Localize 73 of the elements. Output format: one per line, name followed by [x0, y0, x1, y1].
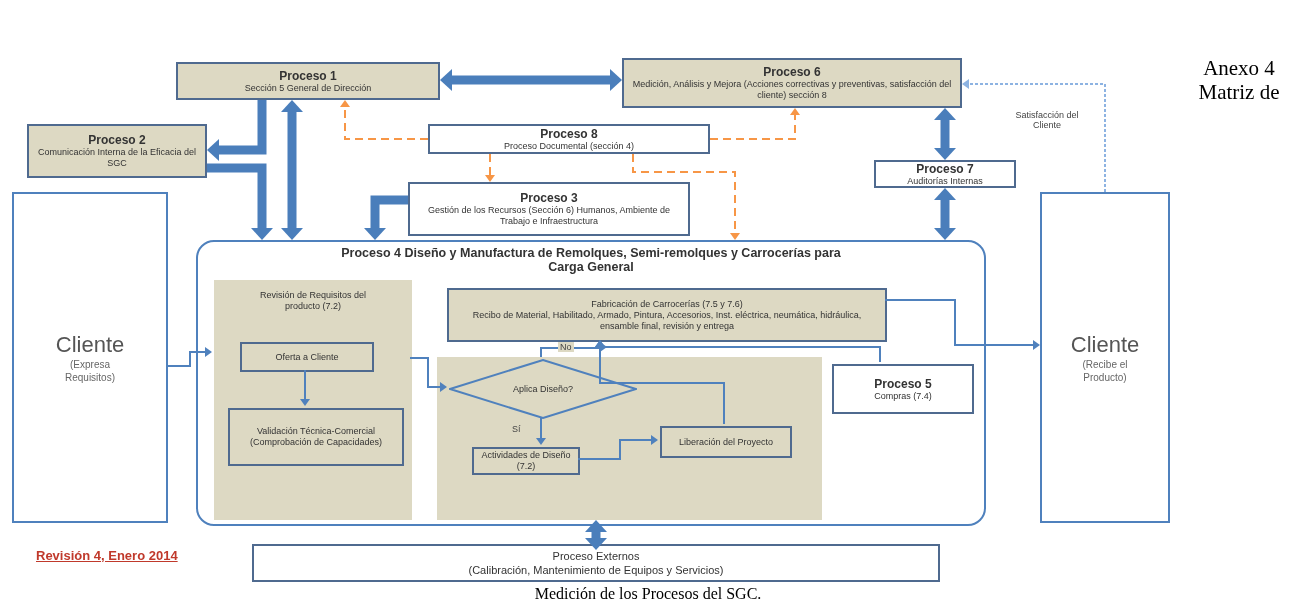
block-arrow	[281, 100, 303, 240]
dashed-arrow	[962, 79, 1106, 193]
dashed-arrow	[485, 153, 495, 182]
box-text: Compras (7.4)	[873, 390, 933, 402]
process-box	[240, 342, 374, 372]
decision-diamond	[449, 359, 637, 419]
process-box	[447, 288, 887, 342]
process-box	[622, 58, 962, 108]
block-arrow	[934, 108, 956, 160]
box-text: Gestión de los Recursos (Sección 6) Humanos, Ambiente de Trabajo e Infraestructura	[426, 205, 672, 227]
arrow	[595, 340, 725, 425]
process-box	[176, 62, 440, 100]
panel-title: Revisión de Requisitos del producto (7.2)	[258, 290, 368, 312]
box-title: Proceso Externos	[552, 549, 640, 563]
client-box	[12, 192, 168, 523]
box-title: Proceso 2	[87, 133, 147, 147]
arrow	[167, 347, 212, 367]
arrow	[536, 416, 546, 445]
client-box	[1040, 192, 1170, 523]
client-title: Cliente	[1070, 331, 1140, 358]
process-box	[252, 544, 940, 582]
process-box	[428, 124, 710, 154]
arrow	[884, 299, 1040, 350]
block-arrow	[364, 195, 408, 240]
arrow	[409, 357, 447, 392]
arrow	[577, 435, 658, 460]
box-text: (Calibración, Mantenimiento de Equipos y Servicios)	[468, 563, 724, 577]
revision-note: Revisión 4, Enero 2014	[36, 548, 179, 563]
block-arrow	[440, 69, 622, 91]
process-box	[472, 447, 580, 475]
box-title: Proceso 8	[539, 126, 599, 141]
box-title: Proceso 7	[915, 161, 975, 176]
box-title: Proceso 3	[519, 191, 579, 205]
box-text: Recibo de Material, Habilitado, Armado, Pintura, Accesorios, Inst. eléctrica, neumática, hidráulica, ensamble final, revisión y entrega	[471, 309, 863, 332]
dashed-arrow	[709, 108, 800, 140]
box-text: Actividades de Diseño (7.2)	[480, 450, 572, 472]
container-title: Proceso 4 Diseño y Manufactura de Remolques, Semi-remolques y Carrocerías para Carga General	[340, 246, 842, 274]
dashed-arrow	[340, 100, 429, 140]
process-panel	[214, 280, 412, 520]
block-arrow	[934, 188, 956, 240]
process-box	[660, 426, 792, 458]
box-text: Aplica Diseño?	[511, 383, 574, 395]
process-box	[832, 364, 974, 414]
box-text: Medición, Análisis y Mejora (Acciones correctivas y preventivas, satisfacción del cliente) sección 8	[631, 79, 953, 101]
box-title: Proceso 5	[873, 376, 933, 391]
box-text: Proceso Documental (sección 4)	[502, 140, 636, 152]
box-text: Auditorías Internas	[906, 175, 984, 187]
annex-note: Anexo 4 Matriz de	[1197, 56, 1281, 104]
box-text: Comunicación Interna de la Eficacia del SGC	[36, 147, 198, 169]
block-arrow	[207, 100, 267, 161]
edge-label: No	[558, 342, 574, 352]
process-container	[196, 240, 986, 526]
arrow	[300, 369, 310, 406]
dashed-arrow	[632, 153, 740, 240]
client-note: (Expresa Requisitos)	[64, 357, 116, 384]
client-note: (Recibe el Producto)	[1081, 357, 1129, 384]
process-box	[408, 182, 690, 236]
box-title: Fabricación de Carrocerías (7.5 y 7.6)	[590, 298, 744, 310]
edge-label: Sí	[510, 424, 523, 434]
box-text: Sección 5 General de Dirección	[243, 82, 373, 94]
box-title: Proceso 1	[278, 68, 338, 83]
box-title: Proceso 6	[762, 65, 822, 79]
process-box	[228, 408, 404, 466]
process-box	[27, 124, 207, 178]
box-text: Liberación del Proyecto	[677, 436, 775, 448]
process-box	[874, 160, 1016, 188]
block-arrow	[585, 520, 607, 550]
caption: Medición de los Procesos del SGC.	[533, 585, 763, 603]
panel-background	[437, 357, 822, 520]
box-text: Oferta a Cliente	[274, 351, 340, 363]
client-title: Cliente	[55, 331, 125, 358]
block-arrow	[207, 163, 273, 240]
box-text: Validación Técnica-Comercial (Comprobación de Capacidades)	[248, 426, 384, 448]
